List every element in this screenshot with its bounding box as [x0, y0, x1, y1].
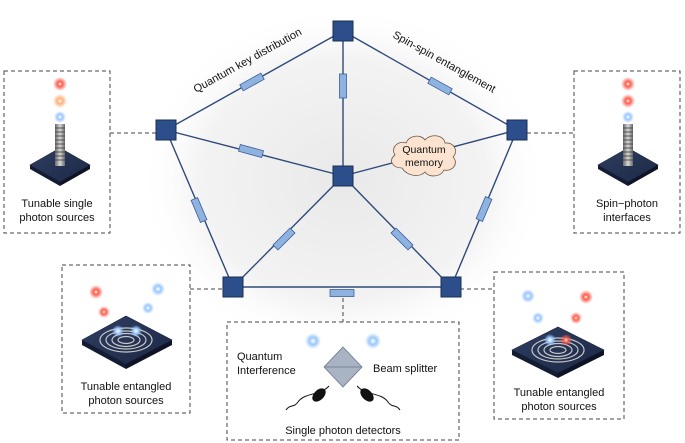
- chip-illustration: [597, 77, 659, 186]
- panel-label-line-2: photon sources: [88, 395, 164, 407]
- panel-label-line-2: interfaces: [603, 212, 651, 224]
- label-interference: Interference: [237, 365, 296, 377]
- panel-tunable-entangled-right: Tunable entangled photon sources: [493, 271, 625, 420]
- chip-illustration: [29, 77, 91, 186]
- link-box-center-top: [339, 73, 347, 99]
- node-left: [155, 119, 177, 141]
- node-bottom-right: [440, 276, 462, 298]
- link-box-center-bottomright: [390, 227, 414, 251]
- link-box-top-right: [427, 76, 453, 96]
- panel-label-line-1: Tunable entangled: [514, 387, 605, 399]
- quantum-memory-cloud: Quantum memory: [391, 135, 456, 177]
- panel-label-line-2: photon sources: [521, 401, 597, 413]
- label-single-photon-detectors: Single photon detectors: [285, 425, 401, 437]
- cloud-shape: [391, 135, 456, 177]
- link-box-bottom: [329, 289, 355, 297]
- label-beam-splitter: Beam splitter: [373, 363, 438, 375]
- node-top: [332, 20, 354, 42]
- beam-splitter-illustration: [285, 333, 401, 411]
- link-box-center-left: [238, 144, 264, 158]
- panel-label-line-1: Tunable entangled: [81, 381, 172, 393]
- panel-label-line-1: Spin−photon: [596, 198, 658, 210]
- panel-label-line-2: photon sources: [19, 212, 95, 224]
- link-box-center-bottomleft: [272, 227, 296, 251]
- chip-illustration: [511, 289, 605, 378]
- link-boxes: [190, 72, 493, 297]
- detector-right: [360, 388, 374, 402]
- link-box-left-side: [190, 197, 208, 223]
- panel-tunable-single-photon-sources: Tunable single photon sources: [3, 70, 111, 234]
- panel-spin-photon-interfaces: Spin−photon interfaces: [573, 70, 681, 234]
- panel-tunable-entangled-left: Tunable entangled photon sources: [61, 264, 191, 414]
- dashed-connectors: [110, 132, 574, 322]
- network-nodes: [155, 20, 528, 298]
- link-box-right-side: [475, 196, 493, 222]
- link-box-top-left: [239, 72, 265, 92]
- node-right: [506, 119, 528, 141]
- chip-illustration: [81, 282, 173, 369]
- label-quantum: Quantum: [237, 351, 282, 363]
- memory-line-1: Quantum: [402, 144, 445, 156]
- node-center: [332, 165, 354, 187]
- detector-left: [312, 388, 326, 402]
- node-bottom-left: [222, 276, 244, 298]
- panel-quantum-interference: Quantum Interference Beam splitter Singl…: [226, 321, 460, 441]
- memory-line-2: memory: [405, 157, 444, 169]
- panel-label-line-1: Tunable single: [21, 198, 92, 210]
